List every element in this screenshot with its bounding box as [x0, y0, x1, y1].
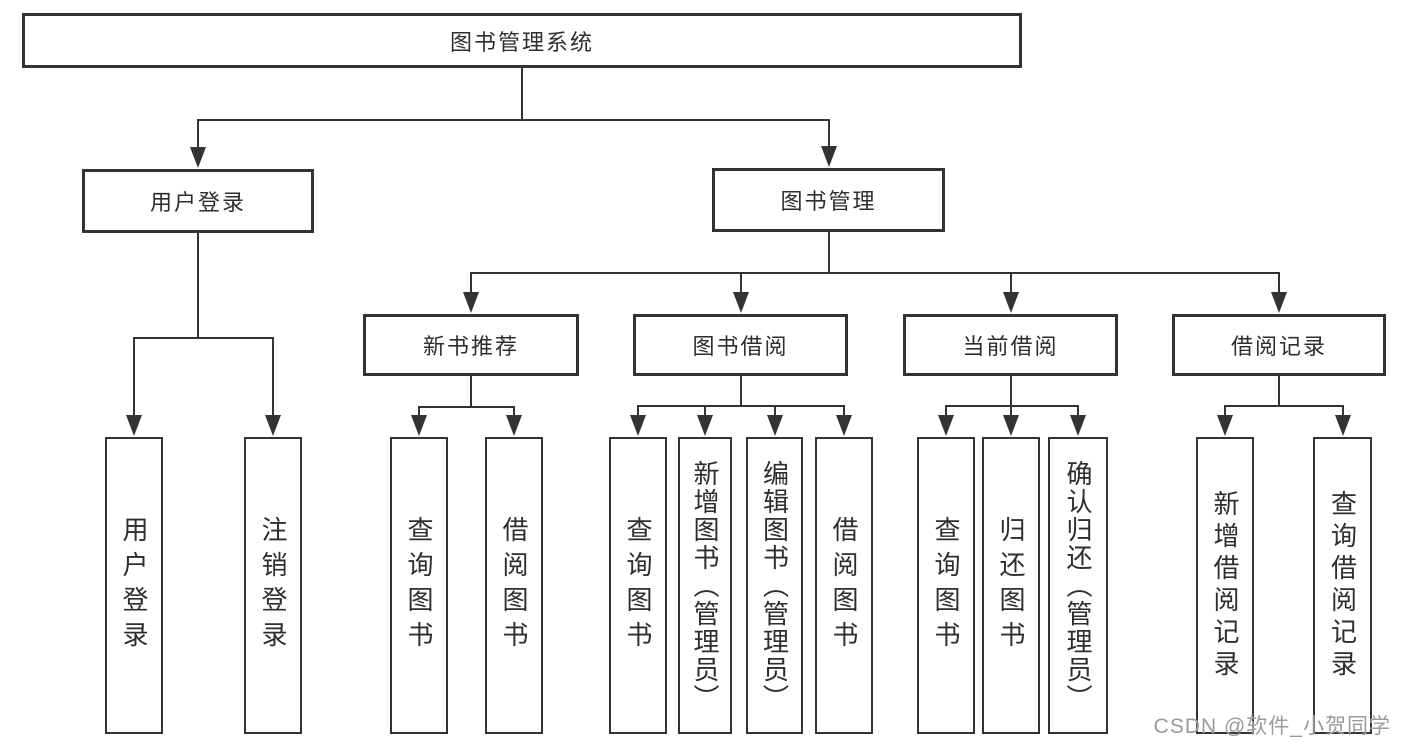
connector-line	[637, 405, 639, 421]
connector-line	[945, 405, 947, 421]
diagram-node-borrow-borrow: 借阅图书	[815, 437, 873, 734]
node-label: 确认归还（管理员）	[1063, 459, 1093, 712]
connector-line	[773, 405, 776, 421]
connector-line	[1341, 405, 1344, 421]
connector-line	[470, 272, 472, 298]
node-label: 新增借阅记录	[1210, 489, 1240, 682]
diagram-node-login: 用户登录	[82, 169, 314, 233]
arrow-down-icon	[836, 415, 852, 436]
arrow-down-icon	[265, 415, 281, 436]
connector-line	[704, 405, 706, 421]
node-label: 用户登录	[149, 190, 246, 215]
node-label: 查询图书	[623, 515, 653, 656]
connector-line	[945, 405, 1079, 407]
diagram-node-borrow-add: 新增图书（管理员）	[678, 437, 732, 734]
connector-line	[521, 68, 523, 121]
arrow-down-icon	[1003, 415, 1019, 436]
connector-line	[197, 119, 830, 121]
arrow-down-icon	[1217, 415, 1233, 436]
diagram-node-rec: 新书推荐	[363, 314, 579, 376]
diagram-node-mgmt: 图书管理	[712, 168, 945, 232]
arrow-down-icon	[732, 292, 749, 313]
connector-line	[1224, 405, 1226, 421]
node-label: 当前借阅	[962, 334, 1059, 359]
connector-line	[1224, 405, 1344, 407]
connector-line	[827, 232, 830, 274]
node-label: 编辑图书（管理员）	[759, 459, 790, 712]
diagram-node-borrow-query: 查询图书	[609, 437, 667, 734]
diagram-node-login-logout: 注销登录	[244, 437, 302, 734]
diagram-node-current-return: 归还图书	[982, 437, 1040, 734]
node-label: 借阅图书	[829, 515, 859, 656]
connector-line	[197, 119, 199, 153]
arrow-down-icon	[766, 415, 783, 436]
connector-line	[1009, 376, 1012, 407]
connector-line	[513, 406, 515, 421]
node-label: 注销登录	[258, 515, 288, 656]
diagram-node-rec-borrow: 借阅图书	[485, 437, 543, 734]
connector-line	[1010, 405, 1012, 421]
arrow-down-icon	[1002, 292, 1019, 313]
connector-line	[418, 406, 420, 421]
arrow-down-icon	[126, 415, 142, 436]
connector-line	[470, 376, 472, 408]
connector-line	[197, 233, 199, 339]
node-label: 新书推荐	[422, 334, 519, 359]
node-label: 查询图书	[931, 515, 961, 656]
node-label: 查询图书	[404, 515, 434, 656]
diagram-node-borrow: 图书借阅	[633, 314, 848, 376]
diagram-node-record: 借阅记录	[1172, 314, 1386, 376]
connector-line	[1077, 405, 1079, 421]
connector-line	[739, 272, 742, 298]
node-label: 借阅图书	[499, 515, 529, 656]
diagram-node-record-query: 查询借阅记录	[1313, 437, 1372, 734]
connector-line	[133, 337, 135, 421]
arrow-down-icon	[463, 292, 479, 313]
connector-line	[1278, 376, 1280, 407]
node-label: 图书管理系统	[449, 29, 594, 55]
arrow-down-icon	[1271, 292, 1287, 313]
arrow-down-icon	[1334, 415, 1351, 436]
diagram-node-root: 图书管理系统	[22, 13, 1022, 68]
connector-line	[1278, 272, 1280, 298]
node-label: 归还图书	[996, 515, 1026, 656]
connector-line	[739, 376, 742, 407]
arrow-down-icon	[1070, 415, 1086, 436]
diagram-node-rec-query: 查询图书	[390, 437, 448, 734]
arrow-down-icon	[820, 146, 837, 167]
node-label: 图书借阅	[692, 334, 789, 359]
diagram-node-current: 当前借阅	[903, 314, 1118, 376]
diagram-node-login-user: 用户登录	[105, 437, 163, 734]
connector-line	[827, 119, 830, 152]
node-label: 查询借阅记录	[1327, 489, 1358, 682]
csdn-watermark: CSDN @软件_小贺同学	[1153, 715, 1391, 738]
arrow-down-icon	[938, 415, 954, 436]
node-label: 新增图书（管理员）	[690, 459, 720, 712]
arrow-down-icon	[190, 147, 206, 168]
connector-line	[272, 337, 274, 421]
connector-line	[470, 272, 1280, 274]
connector-line	[637, 405, 845, 407]
diagram-node-borrow-edit: 编辑图书（管理员）	[746, 437, 803, 734]
connector-line	[843, 405, 845, 421]
arrow-down-icon	[506, 415, 522, 436]
connector-line	[133, 337, 274, 339]
diagram-node-current-confirm: 确认归还（管理员）	[1048, 437, 1108, 734]
arrow-down-icon	[697, 415, 713, 436]
arrow-down-icon	[411, 415, 427, 436]
connector-line	[1009, 272, 1012, 298]
diagram-node-current-query: 查询图书	[917, 437, 975, 734]
node-label: 借阅记录	[1230, 334, 1327, 359]
connector-line	[418, 406, 515, 408]
node-label: 用户登录	[119, 515, 149, 656]
node-label: 图书管理	[780, 189, 877, 214]
arrow-down-icon	[630, 415, 646, 436]
diagram-node-record-add: 新增借阅记录	[1196, 437, 1254, 734]
